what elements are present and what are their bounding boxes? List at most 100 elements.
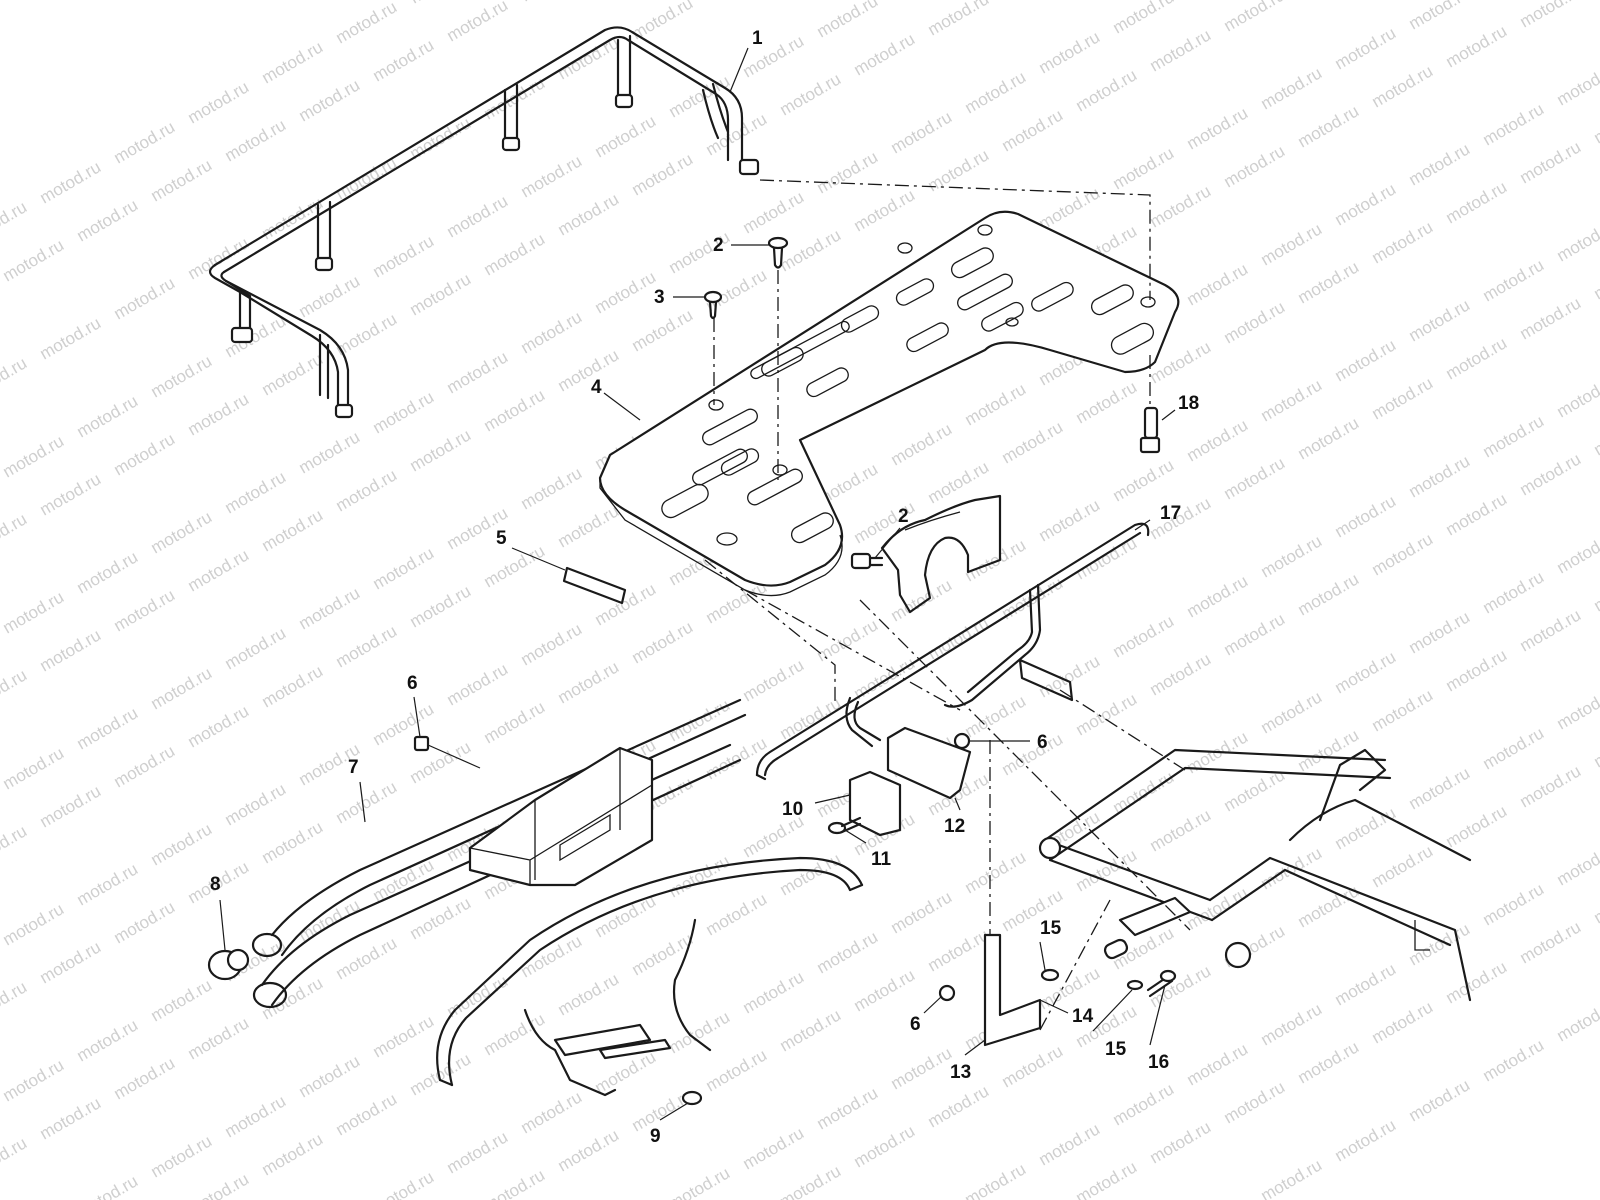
watermark-text: motod.ru xyxy=(888,107,956,157)
watermark-text: motod.ru xyxy=(1258,1155,1326,1200)
watermark-text: motod.ru xyxy=(666,1163,734,1200)
watermark-text: motod.ru xyxy=(1258,219,1326,269)
callout-14: 14 xyxy=(1072,1006,1094,1027)
watermark-text: motod.ru xyxy=(0,977,30,1027)
watermark-text: motod.ru xyxy=(1332,959,1400,1009)
watermark-text: motod.ru xyxy=(1184,883,1252,933)
part-4-rack-platform xyxy=(598,210,1180,597)
watermark-text: motod.ru xyxy=(888,575,956,625)
part-17-rear-frame xyxy=(755,522,1150,781)
watermark-text: motod.ru xyxy=(740,31,808,81)
watermark-text: motod.ru xyxy=(1591,565,1600,615)
watermark-text: motod.ru xyxy=(1406,0,1474,33)
watermark-text: motod.ru xyxy=(0,821,30,871)
watermark-text: motod.ru xyxy=(1258,843,1326,893)
watermark-text: motod.ru xyxy=(1073,377,1141,427)
watermark-text: motod.ru xyxy=(370,35,438,85)
watermark-text: motod.ru xyxy=(1480,567,1548,617)
watermark-text: motod.ru xyxy=(0,665,30,715)
watermark-text: motod.ru xyxy=(518,619,586,669)
watermark-text: motod.ru xyxy=(1480,1035,1548,1085)
watermark-text: motod.ru xyxy=(962,1159,1030,1200)
watermark-text: motod.ru xyxy=(444,971,512,1021)
watermark-text: motod.ru xyxy=(370,1167,438,1200)
part-2-screw-lower xyxy=(850,552,884,570)
watermark-text: motod.ru xyxy=(259,37,327,87)
watermark-text: motod.ru xyxy=(1332,179,1400,229)
watermark-text: motod.ru xyxy=(222,623,290,673)
watermark-text: motod.ru xyxy=(518,0,586,5)
part-6-nut-lower xyxy=(938,984,956,1002)
watermark-text: motod.ru xyxy=(444,191,512,241)
watermark-text: motod.ru xyxy=(148,975,216,1025)
watermark-text: motod.ru xyxy=(1073,65,1141,115)
watermark-text: motod.ru xyxy=(296,583,364,633)
callout-3: 3 xyxy=(654,287,665,308)
watermark-text: motod.ru xyxy=(1110,455,1178,505)
part-14-spacer xyxy=(1103,938,1129,960)
watermark-text: motod.ru xyxy=(1517,761,1585,811)
watermark-text: motod.ru xyxy=(1591,409,1600,459)
watermark-text: motod.ru xyxy=(259,349,327,399)
watermark-text: motod.ru xyxy=(962,67,1030,117)
watermark-text: motod.ru xyxy=(1332,23,1400,73)
watermark-text: motod.ru xyxy=(740,967,808,1017)
watermark-text: motod.ru xyxy=(1554,527,1600,577)
watermark-text: motod.ru xyxy=(37,1093,105,1143)
watermark-text: motod.ru xyxy=(111,585,179,635)
watermark-text: motod.ru xyxy=(851,1121,919,1171)
part-15-washer-upper xyxy=(1040,968,1060,982)
watermark-text: motod.ru xyxy=(37,937,105,987)
callout-7: 7 xyxy=(348,757,359,778)
watermark-text: motod.ru xyxy=(74,703,142,753)
watermark-text: motod.ru xyxy=(1036,1119,1104,1169)
watermark-text: motod.ru xyxy=(925,0,993,39)
callout-4: 4 xyxy=(591,377,602,398)
watermark-text: motod.ru xyxy=(1147,961,1215,1011)
watermark-text: motod.ru xyxy=(777,1161,845,1200)
watermark-text: motod.ru xyxy=(148,1131,216,1181)
watermark-text: motod.ru xyxy=(1591,721,1600,771)
watermark-text: motod.ru xyxy=(74,195,142,245)
watermark-text: motod.ru xyxy=(1517,917,1585,967)
watermark-text: motod.ru xyxy=(222,467,290,517)
watermark-text: motod.ru xyxy=(185,1169,253,1200)
watermark-text: motod.ru xyxy=(777,693,845,743)
callout-18: 18 xyxy=(1178,393,1199,414)
watermark-text: motod.ru xyxy=(37,157,105,207)
watermark-text: motod.ru xyxy=(1443,957,1511,1007)
watermark-text: motod.ru xyxy=(111,429,179,479)
watermark-text: motod.ru xyxy=(37,781,105,831)
watermark-text: motod.ru xyxy=(0,235,67,285)
watermark-text: motod.ru xyxy=(1554,59,1600,109)
leader-lines xyxy=(219,47,1176,1121)
watermark-text: motod.ru xyxy=(740,187,808,237)
watermark-text: motod.ru xyxy=(1369,529,1437,579)
watermark-text: motod.ru xyxy=(555,1125,623,1175)
callout-2: 2 xyxy=(713,235,724,256)
watermark-text: motod.ru xyxy=(518,463,586,513)
watermark-text: motod.ru xyxy=(1221,0,1289,35)
watermark-text: motod.ru xyxy=(1073,1157,1141,1200)
watermark-text: motod.ru xyxy=(1184,259,1252,309)
watermark-text: motod.ru xyxy=(1184,103,1252,153)
watermark-text: motod.ru xyxy=(1184,571,1252,621)
watermark-text: motod.ru xyxy=(814,0,882,41)
watermark-text: motod.ru xyxy=(888,419,956,469)
watermark-text: motod.ru xyxy=(888,0,956,1)
watermark-text: motod.ru xyxy=(37,469,105,519)
watermark-text: motod.ru xyxy=(74,1171,142,1200)
watermark-text: motod.ru xyxy=(185,77,253,127)
watermark-text: motod.ru xyxy=(0,1133,30,1183)
watermark-text: motod.ru xyxy=(222,115,290,165)
watermark-text: motod.ru xyxy=(703,1045,771,1095)
watermark-text: motod.ru xyxy=(999,1041,1067,1091)
watermark-text: motod.ru xyxy=(1258,687,1326,737)
watermark-text: motod.ru xyxy=(481,385,549,435)
watermark-text: motod.ru xyxy=(888,1043,956,1093)
watermark-text: motod.ru xyxy=(74,859,142,909)
watermark-text: motod.ru xyxy=(1332,1115,1400,1165)
watermark-text: motod.ru xyxy=(1517,137,1585,187)
watermark-text: motod.ru xyxy=(148,507,216,557)
watermark-text: motod.ru xyxy=(111,1053,179,1103)
